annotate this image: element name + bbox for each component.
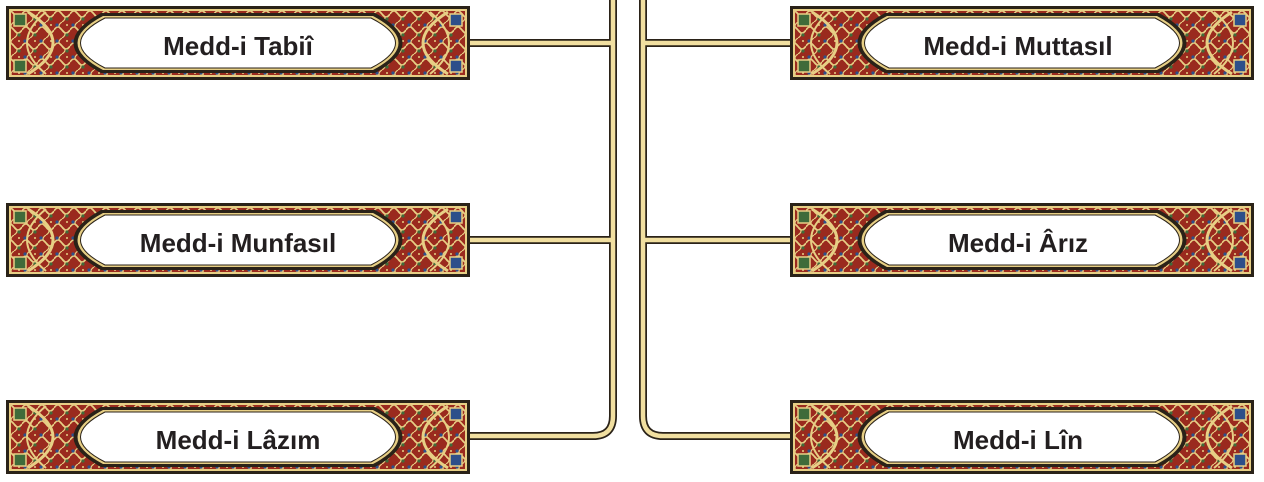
node-left-2-label: Medd-i Munfasıl <box>88 215 388 271</box>
frame-corner-accent <box>450 408 462 420</box>
frame-corner-accent <box>1234 454 1246 466</box>
node-left-1-label: Medd-i Tabiî <box>88 18 388 74</box>
frame-corner-accent <box>1234 211 1246 223</box>
frame-corner-accent <box>14 408 26 420</box>
frame-corner-accent <box>14 14 26 26</box>
node-right-2-label: Medd-i Ârız <box>868 215 1168 271</box>
frame-corner-accent <box>14 60 26 72</box>
frame-corner-accent <box>798 14 810 26</box>
frame-corner-accent <box>798 454 810 466</box>
frame-corner-accent <box>1234 60 1246 72</box>
frame-corner-accent <box>1234 257 1246 269</box>
frame-corner-accent <box>450 257 462 269</box>
frame-corner-accent <box>14 454 26 466</box>
frame-corner-accent <box>14 211 26 223</box>
frame-corner-accent <box>798 60 810 72</box>
frame-corner-accent <box>14 257 26 269</box>
frame-corner-accent <box>798 211 810 223</box>
frame-corner-accent <box>450 454 462 466</box>
node-right-3-label: Medd-i Lîn <box>868 412 1168 468</box>
node-left-3-label: Medd-i Lâzım <box>88 412 388 468</box>
frame-corner-accent <box>798 408 810 420</box>
frame-corner-accent <box>450 211 462 223</box>
frame-corner-accent <box>450 14 462 26</box>
frame-corner-accent <box>1234 14 1246 26</box>
connector-spine-left <box>470 0 613 436</box>
node-right-1-label: Medd-i Muttasıl <box>868 18 1168 74</box>
frame-corner-accent <box>450 60 462 72</box>
connector-spine-right <box>643 0 792 436</box>
connectors-left <box>470 0 613 436</box>
connectors-right <box>643 0 792 436</box>
connector-spine-left-fill <box>470 0 613 436</box>
connector-spine-right-fill <box>643 0 792 436</box>
frame-corner-accent <box>1234 408 1246 420</box>
frame-corner-accent <box>798 257 810 269</box>
